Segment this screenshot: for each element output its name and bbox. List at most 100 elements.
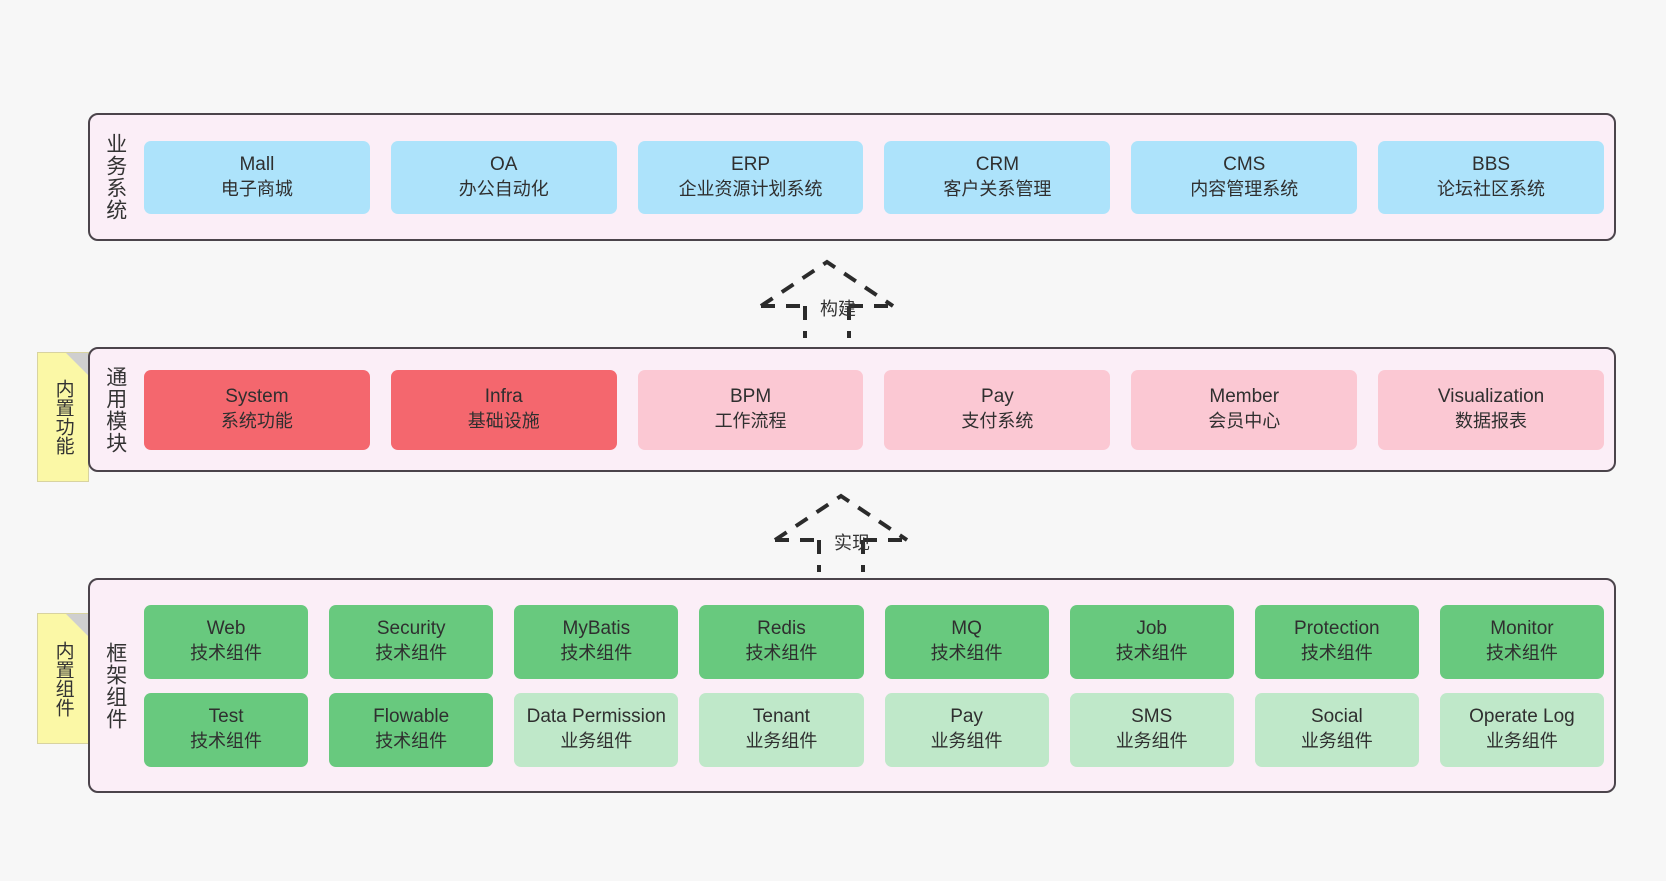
card-title: Pay xyxy=(981,386,1014,408)
card-title: Visualization xyxy=(1437,386,1545,408)
card-subtitle: 技术组件 xyxy=(190,643,263,664)
card-title: SMS xyxy=(1131,706,1173,728)
card-frame-test[interactable]: Test 技术组件 xyxy=(144,692,309,767)
dashed-open-arrow-up-icon xyxy=(773,493,909,572)
card-business-erp[interactable]: ERP 企业资源计划系统 xyxy=(637,140,864,214)
layer-frame-title: 框架组件 xyxy=(103,641,127,730)
card-title: Test xyxy=(208,706,244,728)
arrow-build-label: 构建 xyxy=(820,299,856,319)
card-subtitle: 技术组件 xyxy=(375,643,448,664)
card-module-member[interactable]: Member 会员中心 xyxy=(1131,369,1358,450)
card-business-oa[interactable]: OA 办公自动化 xyxy=(390,140,617,214)
layer-business-body: Mall 电子商城 OA 办公自动化 ERP 企业资源计划系统 CRM 客户关系… xyxy=(140,115,1614,239)
card-module-bpm[interactable]: BPM 工作流程 xyxy=(637,369,864,450)
layer-business-system: 业务系统 Mall 电子商城 OA 办公自动化 ERP 企业资源计划系统 CRM… xyxy=(88,113,1616,241)
card-title: Mall xyxy=(239,153,275,175)
card-frame-operate-log[interactable]: Operate Log 业务组件 xyxy=(1439,692,1604,767)
card-subtitle: 技术组件 xyxy=(930,643,1003,664)
business-row: Mall 电子商城 OA 办公自动化 ERP 企业资源计划系统 CRM 客户关系… xyxy=(144,140,1604,214)
note-builtin-component: 内置组件 xyxy=(37,613,89,744)
card-subtitle: 业务组件 xyxy=(1115,731,1188,752)
card-subtitle: 业务组件 xyxy=(745,731,818,752)
card-frame-mq[interactable]: MQ 技术组件 xyxy=(884,604,1049,679)
card-title: Social xyxy=(1310,706,1363,728)
card-subtitle: 业务组件 xyxy=(1485,731,1558,752)
note-builtin-function: 内置功能 xyxy=(37,352,89,482)
card-subtitle: 系统功能 xyxy=(220,411,293,432)
card-frame-mybatis[interactable]: MyBatis 技术组件 xyxy=(514,604,679,679)
card-module-visualization[interactable]: Visualization 数据报表 xyxy=(1378,369,1604,450)
card-subtitle: 客户关系管理 xyxy=(943,178,1052,199)
card-title: Job xyxy=(1136,618,1167,640)
layer-business-title: 业务系统 xyxy=(103,133,127,221)
card-subtitle: 技术组件 xyxy=(1115,643,1188,664)
card-title: Member xyxy=(1209,386,1280,408)
card-subtitle: 业务组件 xyxy=(560,731,633,752)
card-module-pay[interactable]: Pay 支付系统 xyxy=(884,369,1111,450)
note-fold-icon xyxy=(66,353,88,375)
card-frame-redis[interactable]: Redis 技术组件 xyxy=(699,604,864,679)
card-subtitle: 论坛社区系统 xyxy=(1437,178,1546,199)
card-subtitle: 内容管理系统 xyxy=(1190,178,1299,199)
card-subtitle: 企业资源计划系统 xyxy=(678,178,823,199)
card-title: Web xyxy=(206,618,246,640)
card-frame-tenant[interactable]: Tenant 业务组件 xyxy=(699,692,864,767)
card-frame-sms[interactable]: SMS 业务组件 xyxy=(1069,692,1234,767)
card-frame-pay[interactable]: Pay 业务组件 xyxy=(884,692,1049,767)
card-business-crm[interactable]: CRM 客户关系管理 xyxy=(884,140,1111,214)
layer-framework-component: 框架组件 Web 技术组件 Security 技术组件 MyBatis 技术组件… xyxy=(88,578,1616,793)
card-title: BPM xyxy=(729,386,772,408)
card-business-bbs[interactable]: BBS 论坛社区系统 xyxy=(1378,140,1604,214)
note-fold-icon xyxy=(66,614,88,636)
card-frame-flowable[interactable]: Flowable 技术组件 xyxy=(329,692,494,767)
layer-module-title: 通用模块 xyxy=(103,365,127,454)
card-title: ERP xyxy=(731,153,771,175)
card-title: Data Permission xyxy=(526,706,666,728)
card-subtitle: 业务组件 xyxy=(1300,731,1373,752)
card-subtitle: 技术组件 xyxy=(1485,643,1558,664)
card-business-cms[interactable]: CMS 内容管理系统 xyxy=(1131,140,1358,214)
card-title: BBS xyxy=(1472,153,1511,175)
card-title: Protection xyxy=(1294,618,1380,640)
card-subtitle: 技术组件 xyxy=(560,643,633,664)
card-subtitle: 技术组件 xyxy=(190,731,263,752)
note-label: 内置组件 xyxy=(52,640,74,717)
card-title: Operate Log xyxy=(1469,706,1575,728)
card-subtitle: 支付系统 xyxy=(961,411,1034,432)
card-frame-social[interactable]: Social 业务组件 xyxy=(1254,692,1419,767)
card-title: Tenant xyxy=(752,706,810,728)
card-subtitle: 数据报表 xyxy=(1455,411,1528,432)
arrow-implement-label: 实现 xyxy=(834,533,870,553)
card-frame-protection[interactable]: Protection 技术组件 xyxy=(1254,604,1419,679)
card-business-mall[interactable]: Mall 电子商城 xyxy=(144,140,370,214)
card-frame-monitor[interactable]: Monitor 技术组件 xyxy=(1439,604,1604,679)
card-subtitle: 业务组件 xyxy=(930,731,1003,752)
card-subtitle: 办公自动化 xyxy=(458,178,549,199)
card-subtitle: 基础设施 xyxy=(467,411,540,432)
card-subtitle: 技术组件 xyxy=(375,731,448,752)
card-module-infra[interactable]: Infra 基础设施 xyxy=(390,369,617,450)
card-frame-web[interactable]: Web 技术组件 xyxy=(144,604,309,679)
card-title: Pay xyxy=(950,706,983,728)
note-label: 内置功能 xyxy=(52,379,74,455)
card-title: Infra xyxy=(484,386,523,408)
card-frame-data-permission[interactable]: Data Permission 业务组件 xyxy=(514,692,679,767)
card-frame-security[interactable]: Security 技术组件 xyxy=(329,604,494,679)
layer-module-body: System 系统功能 Infra 基础设施 BPM 工作流程 Pay 支付系统… xyxy=(140,349,1614,470)
card-title: MyBatis xyxy=(562,618,631,640)
frame-row-1: Web 技术组件 Security 技术组件 MyBatis 技术组件 Redi… xyxy=(144,604,1604,679)
card-title: OA xyxy=(490,153,518,175)
card-subtitle: 技术组件 xyxy=(745,643,818,664)
card-subtitle: 会员中心 xyxy=(1208,411,1281,432)
card-title: CRM xyxy=(975,153,1020,175)
card-frame-job[interactable]: Job 技术组件 xyxy=(1069,604,1234,679)
card-subtitle: 技术组件 xyxy=(1300,643,1373,664)
card-title: Security xyxy=(376,618,446,640)
card-title: System xyxy=(225,386,289,408)
arrow-implement: 实现 xyxy=(771,492,916,574)
card-subtitle: 工作流程 xyxy=(714,411,787,432)
card-subtitle: 电子商城 xyxy=(220,178,293,199)
card-module-system[interactable]: System 系统功能 xyxy=(144,369,370,450)
arrow-build: 构建 xyxy=(757,258,902,340)
card-title: Redis xyxy=(757,618,806,640)
